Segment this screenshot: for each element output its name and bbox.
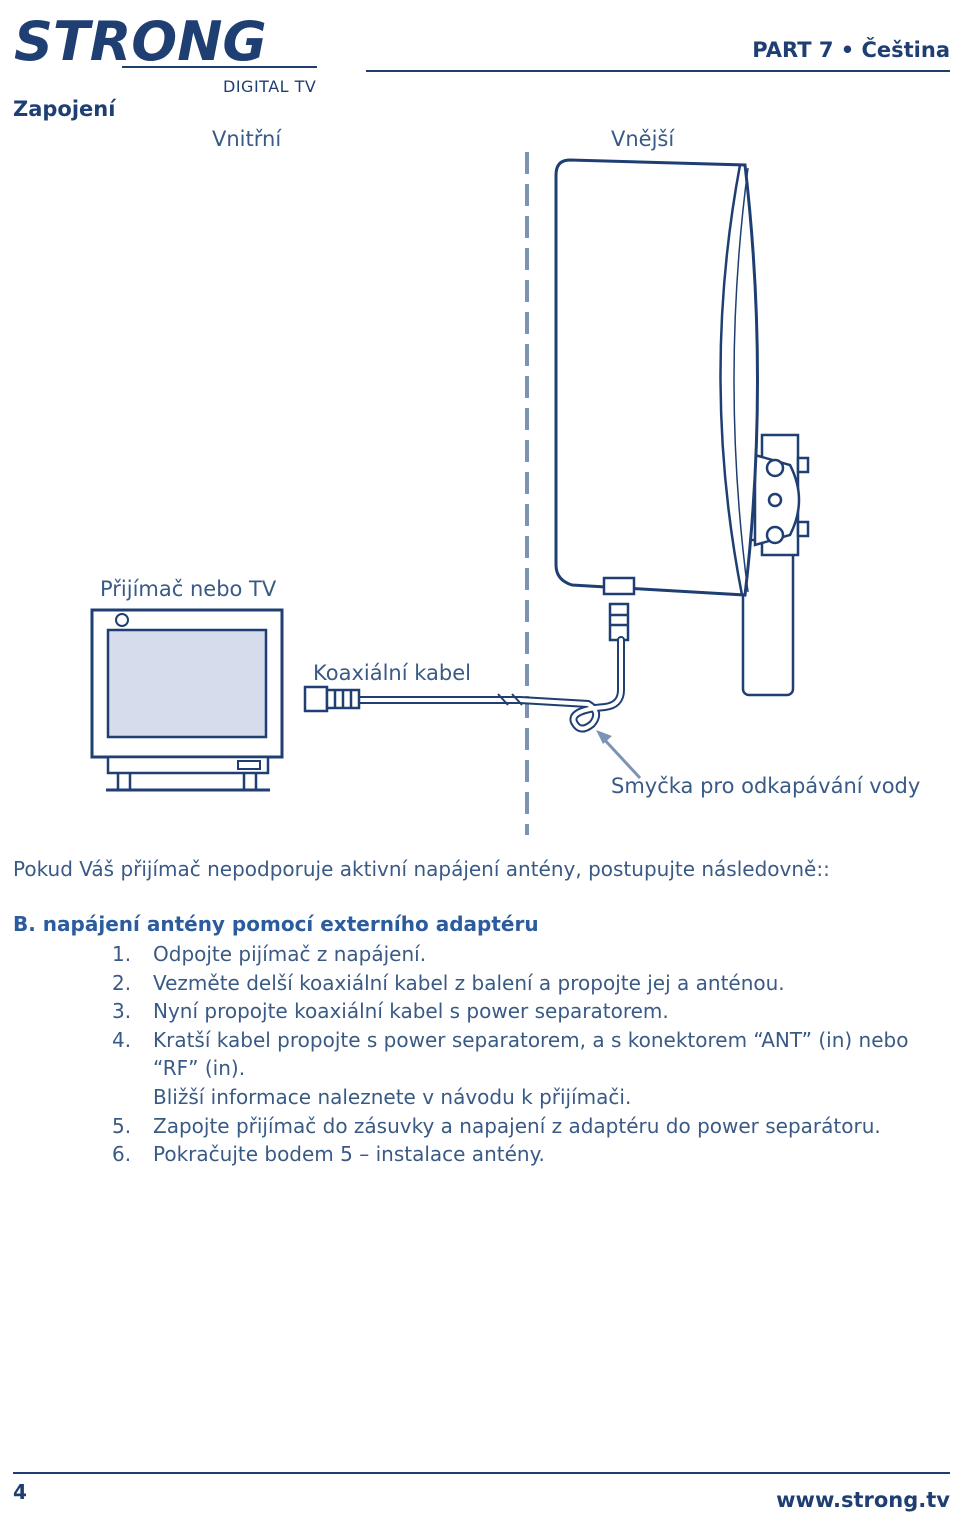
label-coax-cable: Koaxiální kabel [313,661,471,685]
step-text: Zapojte přijímač do zásuvky a napajení z… [153,1113,881,1138]
coax-plug [303,685,361,713]
drip-loop-arrow [596,730,642,780]
logo-subtitle: DIGITAL TV [223,77,317,96]
step-text: Nyní propojte koaxiální kabel s power se… [153,999,669,1024]
footer-divider [13,1472,950,1474]
connection-diagram: Vnitřní Vnější Přijímač nebo TV Koaxiáln… [90,127,920,835]
step-text: Bližší informace naleznete v návodu k př… [153,1084,632,1109]
step-text: Kratší kabel propojte s power separatore… [153,1027,909,1081]
step-number: 6. [112,1142,132,1167]
antenna-connector [602,576,636,642]
step-number: 3. [112,999,132,1024]
steps-list: 1. Odpojte pijímač z napájení. 2. Vezměte d… [112,940,942,1169]
step-text: Vezměte delší koaxiální kabel z balení a… [153,970,785,995]
list-item: 3. Nyní propojte koaxiální kabel s power … [112,997,942,1026]
list-item: 4. Kratší kabel propojte s power separato… [112,1026,942,1083]
step-number: 2. [112,970,132,995]
antenna-panel [554,158,759,597]
section-title: Zapojení [13,97,116,121]
intro-text: Pokud Váš přijímač nepodporuje aktivní n… [13,857,830,881]
strong-logo: STRONG [14,10,317,73]
logo-wordmark: STRONG [14,10,267,73]
step-text: Odpojte pijímač z napájení. [153,942,427,966]
list-item: 1. Odpojte pijímač z napájení. [112,940,942,969]
antenna-mast [741,433,810,697]
label-outdoor: Vnější [611,127,675,151]
list-item: 2. Vezměte delší koaxiální kabel z balení… [112,969,942,998]
header-divider [366,70,950,72]
step-number: 5. [112,1113,132,1138]
step-text: Pokračujte bodem 5 – instalace antény. [153,1142,545,1167]
tv-receiver [90,608,284,792]
list-item: 6. Pokračujte bodem 5 – instalace antény. [112,1140,942,1169]
list-item: Bližší informace naleznete v návodu k př… [112,1083,942,1112]
label-indoor: Vnitřní [212,127,282,151]
step-number: 1. [112,942,132,966]
step-number: 4. [112,1027,132,1052]
label-drip-loop: Smyčka pro odkapávání vody [611,774,920,798]
coax-cable [346,636,625,733]
list-item: 5. Zapojte přijímač do zásuvky a napajení… [112,1112,942,1141]
label-receiver: Přijímač nebo TV [100,577,277,601]
section-subheading: B. napájení antény pomocí externího adap… [13,912,539,936]
footer-url[interactable]: www.strong.tv [776,1488,950,1512]
logo-underline [122,66,317,68]
page-number: 4 [13,1480,27,1504]
part-indicator: PART 7 • Čeština [752,38,950,62]
